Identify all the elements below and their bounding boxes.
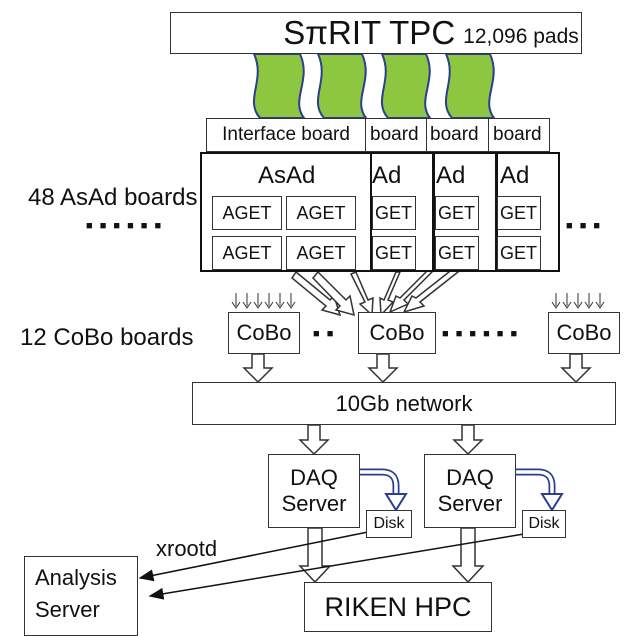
cobo-board-center: CoBo	[358, 312, 436, 354]
ribbon-cable-3	[380, 53, 433, 119]
asad-label-2: Ad	[372, 162, 402, 189]
cobo-board-right: CoBo	[548, 312, 620, 354]
interface-board-4: board	[488, 118, 550, 152]
cobo-board-left: CoBo	[228, 312, 300, 354]
ribbon-cable-4	[444, 53, 497, 119]
aget-chip: AGET	[286, 196, 356, 230]
cobo-count-label: 12 CoBo boards	[20, 324, 194, 351]
xrootd-arrow-1	[138, 531, 369, 582]
daq-to-disk-arrow-2	[516, 468, 564, 512]
tpc-title: SπRIT TPC	[283, 14, 456, 51]
aget-chip: GET	[372, 196, 416, 230]
xrootd-label: xrootd	[156, 536, 218, 561]
aget-chip: AGET	[286, 236, 356, 270]
aget-chip: AGET	[212, 196, 282, 230]
asad-label-4: Ad	[500, 162, 530, 189]
aget-chip: GET	[435, 196, 479, 230]
cobo-ellipsis-short: ■ ■	[313, 328, 336, 340]
aget-chip: GET	[497, 236, 541, 270]
aget-chip: AGET	[212, 236, 282, 270]
ribbon-cable-2	[316, 53, 369, 119]
asad-label-1: AsAd	[258, 162, 316, 189]
disk-1: Disk	[366, 510, 412, 538]
tpc-pad-count: 12,096 pads	[463, 25, 579, 48]
interface-board-1: Interface board	[206, 118, 366, 152]
asad-label-3: Ad	[436, 162, 466, 189]
xrootd-arrow-2	[148, 533, 525, 600]
interface-board-3: board	[425, 118, 489, 152]
aget-chip: GET	[435, 236, 479, 270]
cobo-input-arrows-left	[231, 293, 296, 309]
daq-to-disk-arrow-1	[360, 468, 408, 512]
aget-chip: GET	[372, 236, 416, 270]
cobo-input-arrows-right	[551, 293, 605, 309]
interface-board-2: board	[365, 118, 427, 152]
asad-ellipsis-right: ■ ■ ■	[566, 220, 603, 232]
aget-chip: GET	[497, 196, 541, 230]
network-switch: 10Gb network	[192, 382, 616, 425]
riken-hpc: RIKEN HPC	[304, 582, 492, 632]
tpc-box: SπRIT TPC 12,096 pads	[170, 12, 582, 54]
asad-to-cobo-arrows	[290, 266, 460, 317]
asad-ellipsis-left: ■ ■ ■ ■ ■ ■	[86, 220, 164, 232]
ribbon-cable-1	[252, 53, 307, 119]
block-arrows	[242, 353, 592, 584]
asad-count-label: 48 AsAd boards	[28, 184, 198, 211]
cobo-ellipsis-long: ■ ■ ■ ■ ■ ■	[442, 328, 520, 340]
disk-2: Disk	[522, 510, 566, 538]
